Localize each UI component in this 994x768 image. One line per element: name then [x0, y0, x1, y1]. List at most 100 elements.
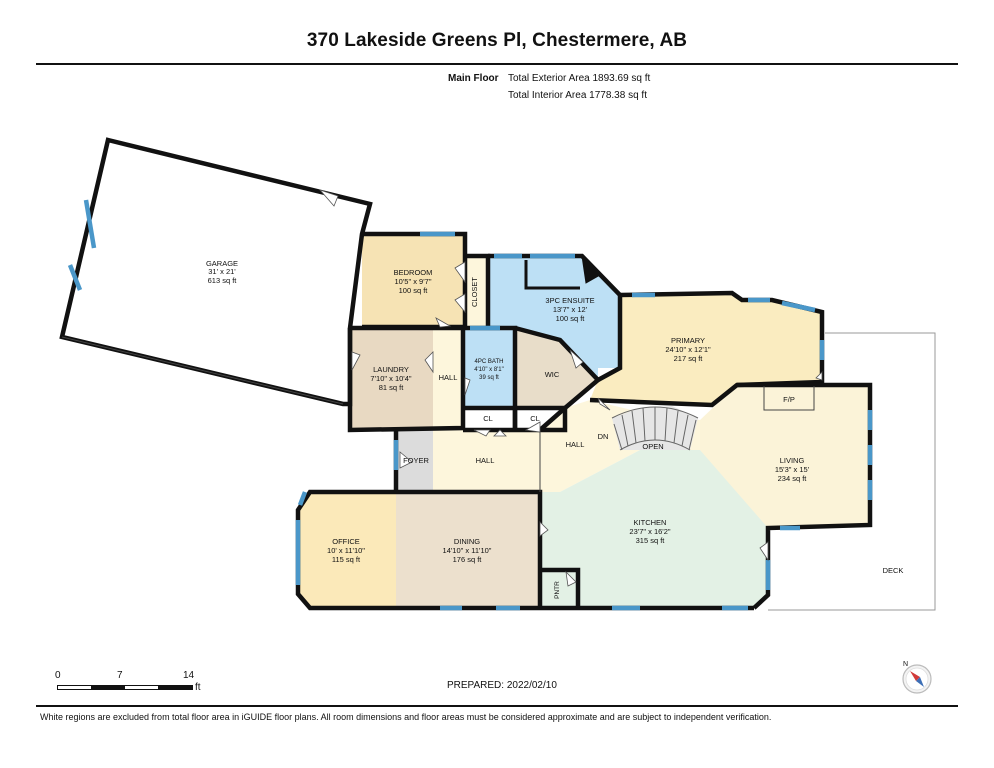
- door: [539, 521, 549, 537]
- door: [464, 377, 471, 396]
- stair-tread: [664, 407, 668, 442]
- ensuite-area: 100 sq ft: [556, 314, 586, 323]
- deck-name: DECK: [883, 566, 904, 575]
- dining-fill: [396, 492, 540, 608]
- window: [781, 300, 816, 313]
- office-area: 115 sq ft: [332, 555, 361, 564]
- garage-door-track: [61, 336, 344, 405]
- compass-icon: N: [902, 661, 932, 694]
- primary-name: PRIMARY: [671, 336, 705, 345]
- kitchen-dims: 23'7" x 16'2": [629, 527, 670, 536]
- door: [454, 293, 466, 314]
- laundry-name: LAUNDRY: [373, 365, 409, 374]
- hall-a-fill: [433, 328, 463, 428]
- scale-label-0: 0: [55, 670, 61, 681]
- laundry-fill: [350, 328, 433, 430]
- ensuite-name: 3PC ENSUITE: [545, 296, 594, 305]
- stairs: [611, 406, 699, 451]
- bedroom-area: 100 sq ft: [399, 286, 429, 295]
- bedroom-fill: [362, 234, 465, 327]
- stair-tread: [642, 407, 646, 442]
- open-label: OPEN: [642, 442, 663, 451]
- cl-a-name: CL: [483, 414, 493, 423]
- scale-bar-frame: [57, 685, 193, 690]
- floor-label: Main Floor: [448, 73, 499, 84]
- scale-label-14: 14: [183, 670, 195, 681]
- bath4-dims: 4'10" x 8'1": [474, 367, 504, 373]
- living-dims: 15'3" x 15': [775, 465, 810, 474]
- stair-tread: [688, 419, 697, 451]
- kitchen-fill: [540, 450, 768, 608]
- wic-wall: [514, 325, 602, 432]
- wic-fill: [515, 328, 598, 408]
- dn-label: DN: [598, 432, 609, 441]
- scale-bar: 0 7 14 ft: [55, 670, 205, 700]
- ensuite-shower: [581, 254, 601, 284]
- garage-area: 613 sq ft: [208, 276, 238, 285]
- cl-b-name: CL: [530, 414, 540, 423]
- pantry-name: PNTR: [554, 581, 561, 599]
- pantry-wall: [540, 567, 581, 608]
- windows: [67, 199, 873, 611]
- door: [597, 397, 611, 411]
- footer-disclaimer: White regions are excluded from total fl…: [40, 712, 772, 722]
- living-area: 234 sq ft: [778, 474, 808, 483]
- primary-dims: 24'10" x 12'1": [665, 345, 711, 354]
- bath4-area: 39 sq ft: [479, 375, 499, 381]
- door: [524, 421, 541, 433]
- exterior-area: Total Exterior Area 1893.69 sq ft: [508, 73, 651, 84]
- door: [569, 349, 584, 369]
- scale-unit: ft: [195, 682, 201, 693]
- laundry-area: 81 sq ft: [379, 383, 405, 392]
- stair-tread: [673, 410, 679, 444]
- stair-tread: [621, 414, 629, 447]
- bath4-name: 4PC BATH: [475, 359, 504, 365]
- scale-label-7: 7: [117, 670, 123, 681]
- primary-wall: [589, 290, 825, 408]
- door: [493, 429, 507, 437]
- stair-tread: [613, 423, 623, 451]
- dining-area: 176 sq ft: [453, 555, 483, 564]
- compass-letter: N: [903, 661, 908, 668]
- closet-name: CLOSET: [470, 277, 479, 307]
- dining-dims: 14'10" x 11'10": [443, 546, 492, 555]
- office-name: OFFICE: [332, 537, 360, 546]
- bedroom-name: BEDROOM: [394, 268, 433, 277]
- deck-outline: [768, 332, 936, 611]
- hall-a-name: HALL: [439, 373, 458, 382]
- door: [424, 351, 434, 374]
- hall-b-fill: [433, 430, 540, 492]
- ensuite-fill: [488, 256, 620, 380]
- stair-inner-arc: [619, 439, 691, 451]
- room-labels: GARAGE 31' x 21' 613 sq ft BEDROOM 10'5"…: [206, 259, 903, 599]
- kitchen-area: 315 sq ft: [636, 536, 666, 545]
- fp-box: [763, 386, 815, 411]
- door: [473, 429, 491, 437]
- door: [454, 261, 466, 284]
- wic-name: WIC: [545, 370, 560, 379]
- room-fills: [298, 234, 870, 608]
- door: [399, 451, 413, 469]
- garage-dims: 31' x 21': [208, 267, 236, 276]
- doors: [318, 189, 823, 587]
- office-dims: 10' x 11'10": [327, 546, 365, 555]
- fp-label: F/P: [783, 395, 795, 404]
- header-divider: [36, 63, 958, 65]
- door: [565, 570, 577, 587]
- door: [318, 189, 339, 207]
- scale-seg: [158, 686, 192, 689]
- stair-tread: [631, 410, 637, 444]
- office-fill: [298, 492, 396, 608]
- door: [435, 317, 452, 328]
- thin-lines: [61, 336, 815, 492]
- primary-fill: [590, 293, 822, 405]
- hall-b-name: HALL: [476, 456, 495, 465]
- closet-fill: [465, 258, 488, 327]
- foyer-fill: [396, 430, 433, 492]
- window: [297, 491, 308, 506]
- window: [83, 199, 97, 249]
- page-title: 370 Lakeside Greens Pl, Chestermere, AB: [306, 30, 688, 51]
- interior-area: Total Interior Area 1778.38 sq ft: [508, 90, 647, 101]
- dining-name: DINING: [454, 537, 480, 546]
